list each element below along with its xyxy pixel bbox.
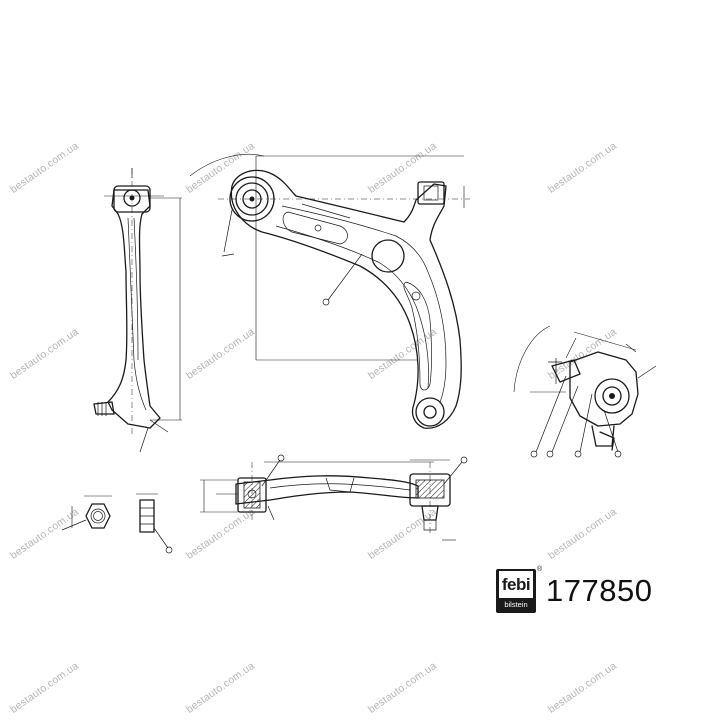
part-number: 177850 [546, 573, 653, 608]
nut-side-view [136, 493, 173, 554]
control-arm-side-view [93, 168, 182, 453]
logo-text: febi [499, 571, 533, 598]
brand-logo: febi bilstein [496, 569, 536, 613]
ball-joint-detail-view [513, 325, 657, 458]
control-arm-elevation-view [200, 454, 468, 541]
nut-front-view [61, 495, 112, 531]
control-arm-top-view [189, 153, 470, 429]
logo-subtext: bilstein [504, 600, 528, 609]
registered-mark: ® [537, 566, 543, 573]
